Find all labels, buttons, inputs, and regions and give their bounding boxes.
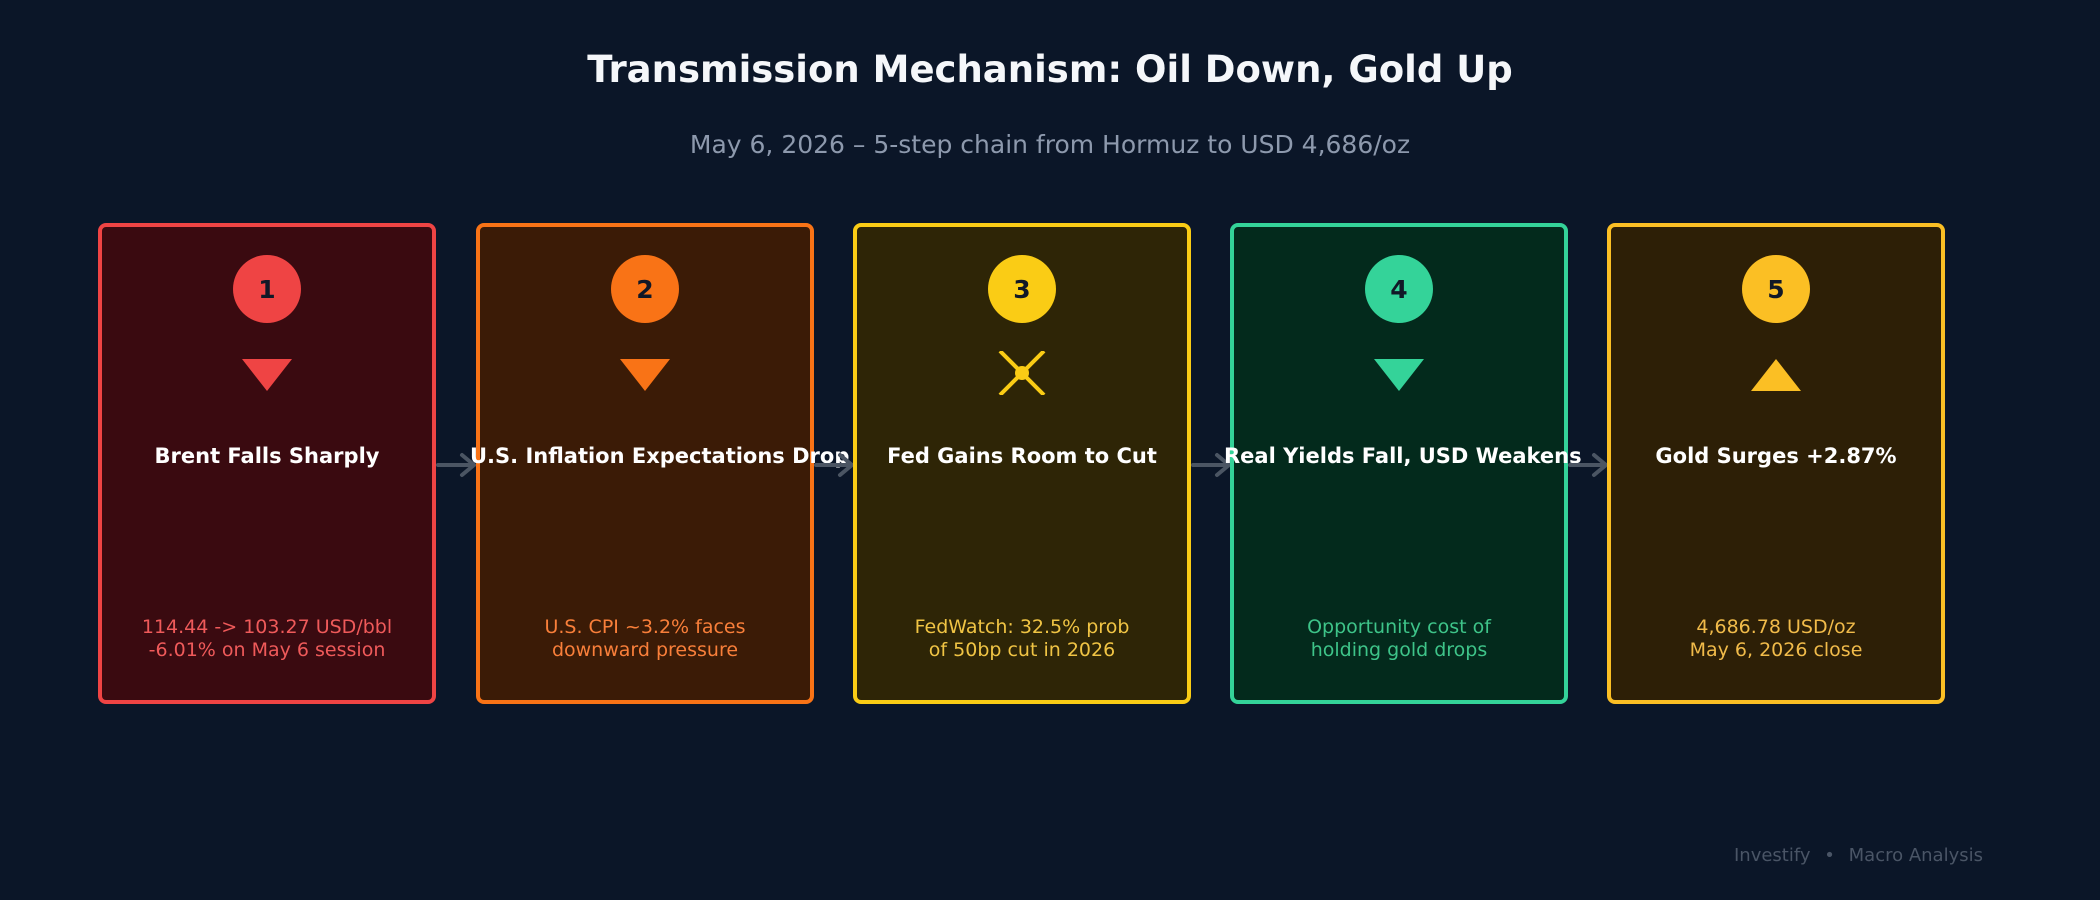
step-description: 4,686.78 USD/oz May 6, 2026 close [1611,616,1941,662]
step-title: Fed Gains Room to Cut [887,444,1157,468]
step-detail-line: 114.44 -> 103.27 USD/bbl [141,616,393,638]
step-title: Brent Falls Sharply [154,444,380,468]
step-number-badge: 2 [611,255,679,323]
footer-brand: Investify [1733,845,1811,866]
footer-separator: • [1824,845,1835,866]
triangle-down-icon [239,351,295,395]
page-subtitle: May 6, 2026 – 5-step chain from Hormuz t… [689,130,1411,159]
step-number-badge: 4 [1365,255,1433,323]
step-title: Real Yields Fall, USD Weakens [1224,444,1582,468]
arrow-right-icon [814,453,854,477]
step-description: U.S. CPI ~3.2% faces downward pressure [480,616,810,662]
footer-section: Macro Analysis [1848,845,1983,866]
step-detail-line: U.S. CPI ~3.2% faces [544,616,746,638]
arrow-right-icon [1191,453,1231,477]
step-card-4: 4 Real Yields Fall, USD Weakens Opportun… [1224,223,1582,704]
step-detail-line: downward pressure [551,639,739,661]
triangle-down-icon [617,351,673,395]
triangle-down-icon [1371,351,1427,395]
triangle-up-icon [1748,351,1804,395]
footer-credit: Investify • Macro Analysis [1734,845,1983,866]
step-detail-line: -6.01% on May 6 session [148,639,386,661]
step-description: Opportunity cost of holding gold drops [1234,616,1564,662]
step-detail-line: of 50bp cut in 2026 [928,639,1116,661]
page-title: Transmission Mechanism: Oil Down, Gold U… [587,48,1513,91]
step-description: FedWatch: 32.5% prob of 50bp cut in 2026 [857,616,1187,662]
step-description: 114.44 -> 103.27 USD/bbl -6.01% on May 6… [102,616,432,662]
step-detail-line: May 6, 2026 close [1689,639,1863,661]
step-card-3: 3 Fed Gains Room to Cut FedWatch: 32.5% … [853,223,1191,704]
arrow-right-icon [1568,453,1608,477]
step-card-5: 5 Gold Surges +2.87% 4,686.78 USD/oz May… [1607,223,1945,704]
step-title: Gold Surges +2.87% [1655,444,1897,468]
cross-icon [994,351,1050,395]
step-detail-line: FedWatch: 32.5% prob [914,616,1130,638]
step-number-badge: 3 [988,255,1056,323]
step-detail-line: Opportunity cost of [1307,616,1491,638]
step-number-badge: 1 [233,255,301,323]
step-card-1: 1 Brent Falls Sharply 114.44 -> 103.27 U… [98,223,436,704]
arrow-right-icon [436,453,476,477]
step-card-2: 2 U.S. Inflation Expectations Drop U.S. … [470,223,849,704]
step-number-badge: 5 [1742,255,1810,323]
step-detail-line: 4,686.78 USD/oz [1696,616,1856,638]
step-title: U.S. Inflation Expectations Drop [470,444,850,468]
step-detail-line: holding gold drops [1310,639,1488,661]
